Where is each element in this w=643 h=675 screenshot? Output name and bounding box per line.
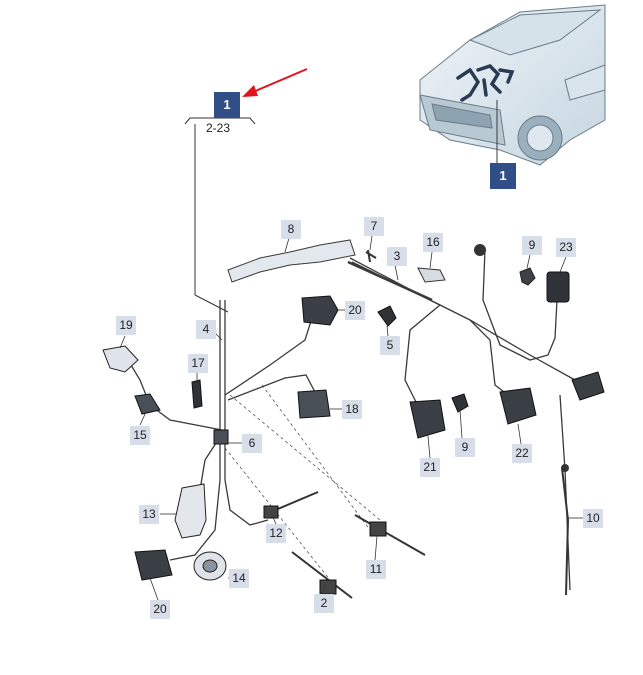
part-label-20[interactable]: 20 xyxy=(150,600,170,619)
part-label-13[interactable]: 13 xyxy=(139,505,159,524)
part-label-9[interactable]: 9 xyxy=(455,438,475,457)
part-label-18[interactable]: 18 xyxy=(342,400,362,419)
part-label-23[interactable]: 23 xyxy=(556,238,576,257)
part-label-22[interactable]: 22 xyxy=(512,444,532,463)
part-label-9[interactable]: 9 xyxy=(522,236,542,255)
harness-part-8 xyxy=(227,239,356,283)
part-label-7[interactable]: 7 xyxy=(364,217,384,236)
part-label-10[interactable]: 10 xyxy=(583,509,603,528)
part-label-14[interactable]: 14 xyxy=(229,569,249,588)
part-label-11[interactable]: 11 xyxy=(366,560,386,579)
part-label-15[interactable]: 15 xyxy=(130,426,150,445)
part-label-12[interactable]: 12 xyxy=(266,524,286,543)
part-label-6[interactable]: 6 xyxy=(242,434,262,453)
part-label-16[interactable]: 16 xyxy=(423,233,443,252)
main-part-badge[interactable]: 1 xyxy=(214,92,240,118)
part-label-8[interactable]: 8 xyxy=(281,220,301,239)
part-label-2[interactable]: 2 xyxy=(314,594,334,613)
car-location-badge[interactable]: 1 xyxy=(490,163,516,189)
car-harness xyxy=(456,63,515,102)
page-reference: 2-23 xyxy=(206,121,231,135)
part-label-3[interactable]: 3 xyxy=(387,247,407,266)
part-label-21[interactable]: 21 xyxy=(420,458,440,477)
red-arrow-icon xyxy=(242,68,308,97)
part-label-19[interactable]: 19 xyxy=(116,316,136,335)
car-illustration xyxy=(419,4,606,166)
part-label-4[interactable]: 4 xyxy=(196,320,216,339)
part-label-5[interactable]: 5 xyxy=(380,336,400,355)
part-label-17[interactable]: 17 xyxy=(188,354,208,373)
part-label-20[interactable]: 20 xyxy=(345,301,365,320)
